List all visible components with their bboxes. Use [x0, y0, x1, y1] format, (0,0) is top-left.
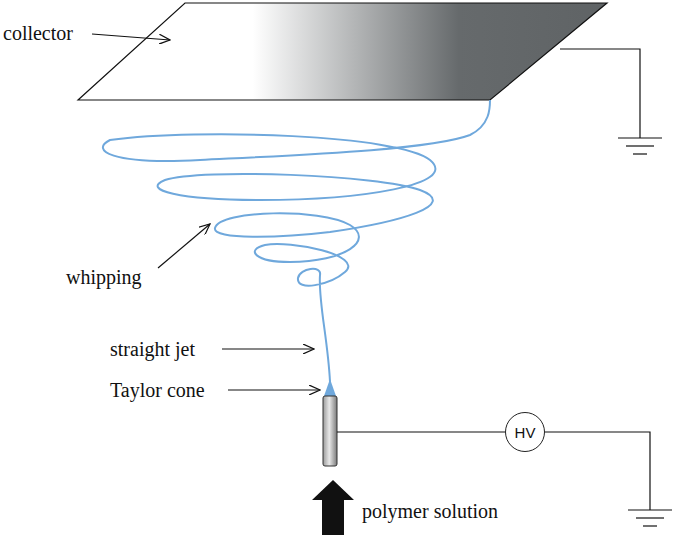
- spinneret-needle: [323, 396, 337, 466]
- component-label: straight jet: [110, 338, 195, 360]
- component-label: collector: [3, 22, 73, 44]
- hv-wire: [337, 431, 505, 432]
- component-label: polymer solution: [362, 500, 498, 522]
- taylor-cone: [324, 379, 336, 396]
- leader-arrow: [158, 224, 210, 268]
- polymer-jet: [103, 100, 490, 382]
- ground-symbol: [628, 510, 672, 526]
- leader-arrow: [92, 34, 170, 40]
- leader-arrow: [228, 389, 320, 390]
- ground-wire: [560, 49, 640, 138]
- component-label: Taylor cone: [110, 379, 205, 401]
- component-label: whipping: [66, 266, 142, 288]
- ground-symbol: [618, 138, 662, 154]
- collector-plate: [78, 3, 607, 100]
- feed-arrow: [312, 480, 354, 535]
- hv-supply-circle: HV: [505, 412, 545, 452]
- supply-label: HV: [515, 424, 536, 441]
- leader-arrow: [222, 348, 314, 349]
- ground-wire: [545, 432, 650, 510]
